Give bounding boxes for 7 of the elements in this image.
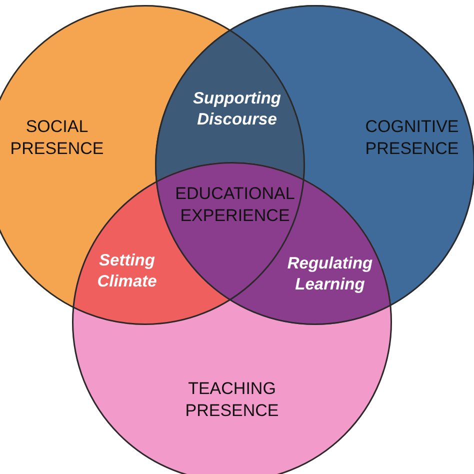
overlap-label: EDUCATIONAL EXPERIENCE <box>174 182 296 227</box>
presence-label: COGNITIVE PRESENCE <box>364 116 460 160</box>
overlap-label: Supporting Discourse <box>192 88 282 131</box>
overlap-label: Setting Climate <box>96 250 158 293</box>
overlap-label: Regulating Learning <box>286 254 374 296</box>
presence-label: SOCIAL PRESENCE <box>9 116 105 160</box>
presence-label: TEACHING PRESENCE <box>184 378 280 422</box>
